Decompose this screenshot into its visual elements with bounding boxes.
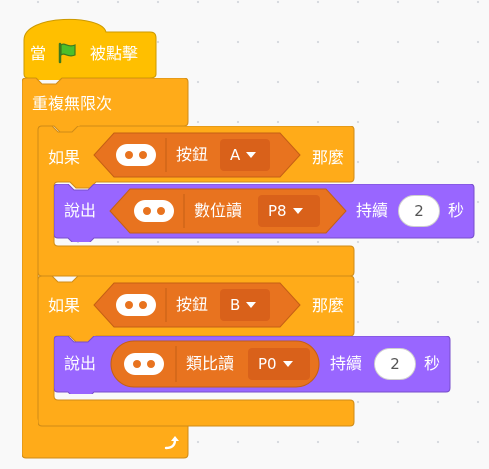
forever-label: 重複無限次	[32, 94, 113, 113]
if-block-1[interactable]: 如果 按鈕 A 那麼	[38, 126, 358, 278]
when-label: 當	[30, 44, 47, 63]
digital-read-reporter[interactable]: 數位讀 P8	[108, 188, 348, 234]
chevron-down-icon	[292, 208, 303, 214]
button-dropdown[interactable]: B	[220, 289, 270, 321]
loop-arrow-icon	[164, 436, 179, 450]
when-flag-clicked-block[interactable]: 當 被點擊	[22, 14, 158, 80]
microbit-icon	[124, 353, 164, 375]
button-dropdown-value: A	[230, 146, 241, 164]
button-dropdown-value: B	[230, 296, 241, 314]
pin-dropdown[interactable]: P8	[258, 195, 320, 227]
say-for-secs-block-1[interactable]: 說出 數位讀 P8 持續 2 秒	[54, 184, 476, 242]
button-dropdown[interactable]: A	[220, 139, 270, 171]
say-for-secs-block-2[interactable]: 說出 類比讀 P0 持續 2 秒	[54, 336, 452, 394]
pin-dropdown-value: P8	[268, 202, 287, 220]
green-flag-icon	[58, 42, 76, 64]
button-pressed-condition[interactable]: 按鈕 B	[92, 282, 302, 328]
chevron-down-icon	[282, 361, 293, 367]
if-label: 如果	[48, 148, 81, 167]
analog-read-reporter[interactable]: 類比讀 P0	[110, 340, 320, 388]
button-pressed-condition[interactable]: 按鈕 A	[92, 132, 302, 178]
microbit-icon	[116, 144, 156, 166]
if-block-2[interactable]: 如果 按鈕 B 那麼	[38, 276, 358, 428]
duration-label: 持續	[356, 201, 389, 220]
duration-input[interactable]: 2	[374, 348, 416, 380]
seconds-label: 秒	[424, 354, 441, 373]
duration-input[interactable]: 2	[398, 195, 440, 227]
digital-read-label: 數位讀	[194, 201, 243, 220]
if-label: 如果	[48, 296, 81, 315]
button-label: 按鈕	[176, 295, 209, 314]
button-label: 按鈕	[176, 145, 209, 164]
pin-dropdown-value: P0	[258, 355, 277, 373]
duration-label: 持續	[330, 354, 363, 373]
chevron-down-icon	[246, 152, 257, 158]
chevron-down-icon	[246, 302, 257, 308]
seconds-label: 秒	[448, 201, 465, 220]
microbit-icon	[134, 200, 174, 222]
say-label: 說出	[64, 354, 97, 373]
microbit-icon	[116, 294, 156, 316]
say-label: 說出	[64, 201, 97, 220]
clicked-label: 被點擊	[90, 44, 139, 63]
analog-read-label: 類比讀	[186, 354, 235, 373]
then-label: 那麼	[312, 296, 345, 315]
pin-dropdown[interactable]: P0	[248, 348, 310, 380]
then-label: 那麼	[312, 148, 345, 167]
